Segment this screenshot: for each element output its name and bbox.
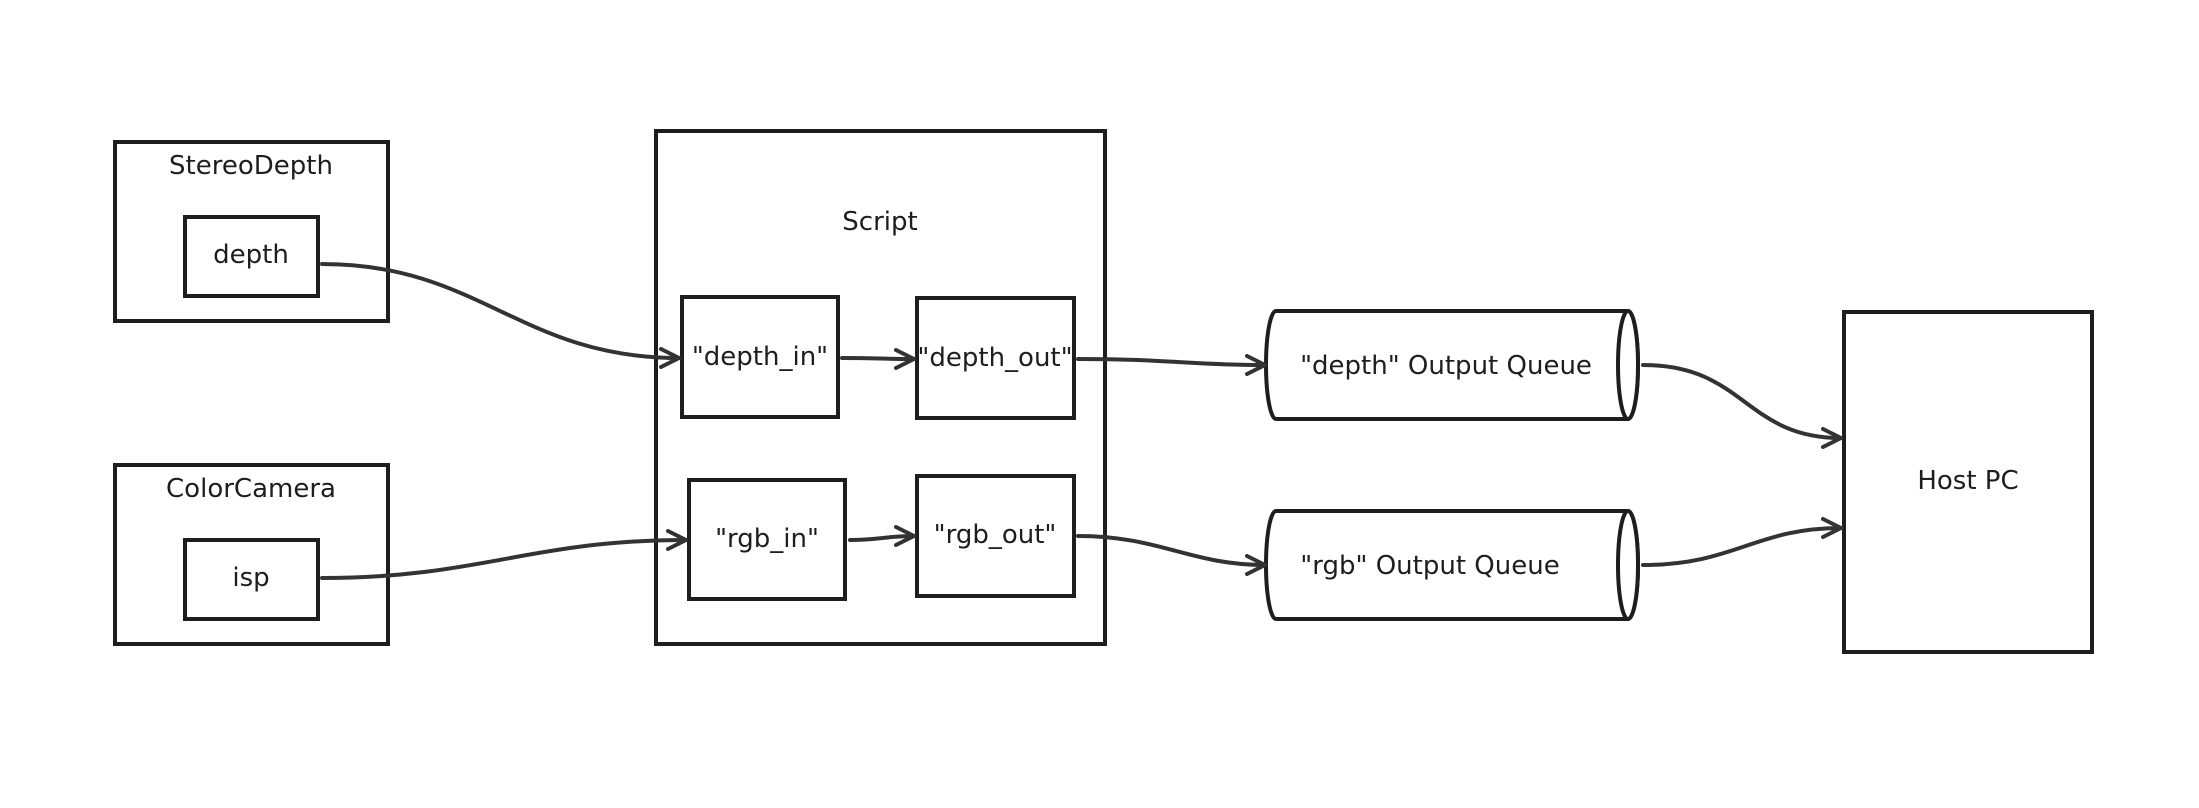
depth-in-port: "depth_in" <box>680 295 840 419</box>
script-node: Script "depth_in" "depth_out" "rgb_in" "… <box>654 129 1107 646</box>
host-pc-label: Host PC <box>1917 466 2018 496</box>
rgb-queue-label: "rgb" Output Queue <box>1300 551 1559 581</box>
stereo-depth-title: StereoDepth <box>169 151 333 181</box>
script-title: Script <box>842 207 917 237</box>
depth-out-label: "depth_out" <box>917 343 1072 373</box>
color-camera-node: ColorCamera isp <box>113 463 390 646</box>
rgb-in-port: "rgb_in" <box>687 478 847 601</box>
rgb-in-label: "rgb_in" <box>715 524 819 554</box>
depth-output-queue: "depth" Output Queue <box>1264 309 1640 421</box>
rgb-output-queue: "rgb" Output Queue <box>1264 509 1640 621</box>
isp-port: isp <box>183 538 320 621</box>
color-camera-title: ColorCamera <box>166 474 336 504</box>
stereo-depth-node: StereoDepth depth <box>113 140 390 323</box>
depth-port: depth <box>183 215 320 298</box>
depth-queue-end <box>1616 309 1640 421</box>
edge-rgb-out-to-queue <box>1076 534 1267 576</box>
rgb-out-port: "rgb_out" <box>915 474 1076 598</box>
edge-depth-to-depth-in <box>320 262 681 369</box>
edge-rgb-queue-to-host <box>1641 517 1843 567</box>
depth-queue-label: "depth" Output Queue <box>1300 351 1592 381</box>
depth-out-port: "depth_out" <box>915 296 1076 420</box>
edge-rgb-in-to-rgb-out <box>848 525 916 548</box>
isp-port-label: isp <box>232 563 269 593</box>
depth-port-label: depth <box>213 240 289 270</box>
edge-depth-queue-to-host <box>1641 363 1843 449</box>
edge-isp-to-rgb-in <box>320 529 688 580</box>
rgb-out-label: "rgb_out" <box>934 520 1057 550</box>
edge-depth-out-to-queue <box>1076 353 1267 376</box>
rgb-queue-end <box>1616 509 1640 621</box>
edge-depth-in-to-depth-out <box>840 347 916 370</box>
depth-in-label: "depth_in" <box>692 342 828 372</box>
host-pc-node: Host PC <box>1842 310 2094 654</box>
